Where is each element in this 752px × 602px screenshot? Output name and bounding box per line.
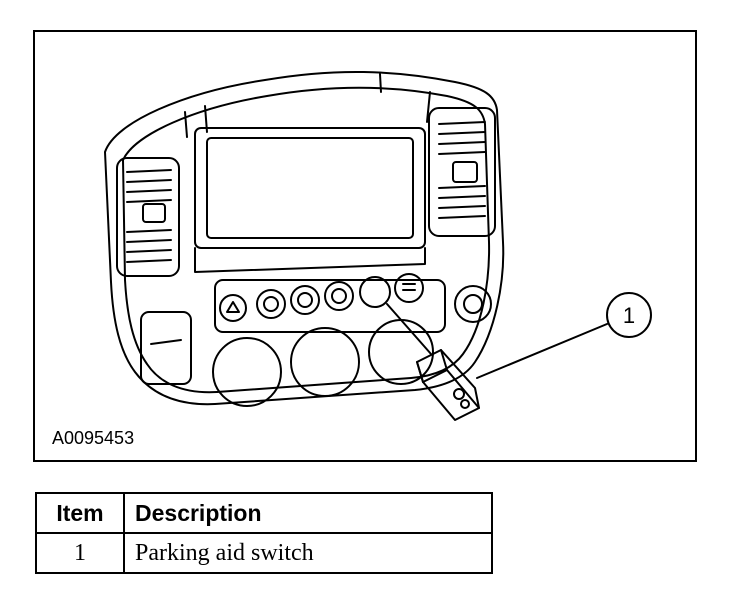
callout-number: 1: [623, 303, 635, 328]
display-screen: [194, 127, 426, 249]
hazard-button: [219, 294, 247, 322]
left-control-knob: [212, 337, 282, 407]
legend-header-row: Item Description: [35, 492, 493, 534]
parking-aid-switch-component: [416, 349, 480, 421]
callout-leader-line: [476, 323, 608, 379]
callout-circle: [606, 292, 652, 338]
right-control-knob: [368, 319, 434, 385]
removal-path-line: [386, 303, 432, 355]
figure-frame: 1 A0095453: [33, 30, 697, 462]
right-auxiliary-knob: [454, 285, 492, 323]
right-air-vent: [428, 107, 496, 237]
legend-header-item: Item: [35, 492, 125, 534]
legend-item-description: Parking aid switch: [123, 532, 493, 574]
left-air-vent: [116, 157, 180, 277]
left-auxiliary-switch: [140, 311, 192, 385]
control-button-row: [214, 273, 446, 333]
panel-inner-outline: [122, 86, 491, 394]
legend-table: Item Description 1 Parking aid switch: [35, 492, 493, 574]
figure-id-label: A0095453: [52, 428, 135, 448]
legend-item-number: 1: [35, 532, 125, 574]
center-control-knob: [290, 327, 360, 397]
legend-header-description: Description: [123, 492, 493, 534]
parking-aid-switch-slot: [359, 276, 391, 308]
table-row: 1 Parking aid switch: [35, 532, 493, 574]
dashboard-center-panel-illustration: 1: [104, 70, 652, 421]
